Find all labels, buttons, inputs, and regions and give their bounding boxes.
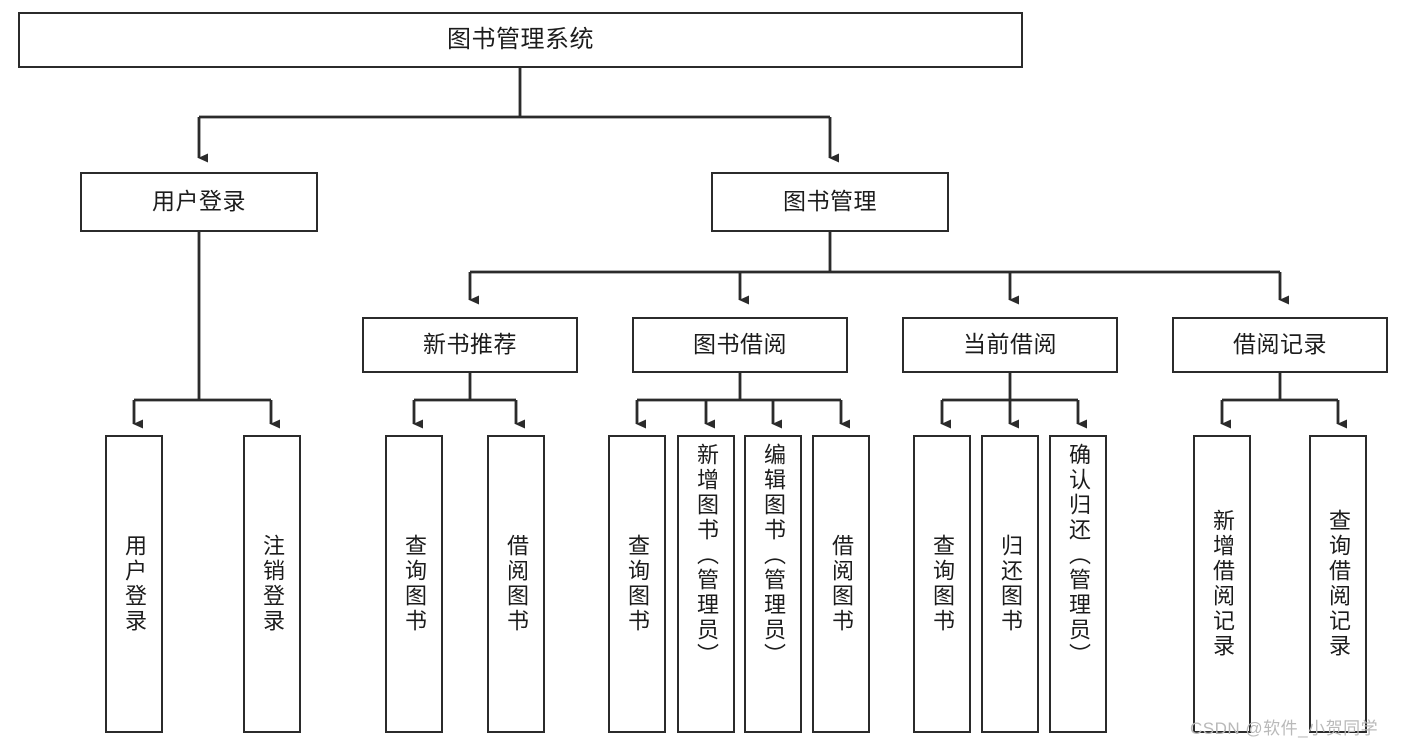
node-user-login[interactable]: 用户登录 xyxy=(80,172,318,232)
node-leaf-query-books-recommend[interactable]: 查询图书 xyxy=(385,435,443,733)
node-leaf-edit-book-admin[interactable]: 编辑图书（管理员） xyxy=(744,435,802,733)
node-label: 借阅记录 xyxy=(1233,331,1327,358)
node-leaf-borrow-books[interactable]: 借阅图书 xyxy=(812,435,870,733)
node-new-book-recommend[interactable]: 新书推荐 xyxy=(362,317,578,373)
node-leaf-confirm-return-admin[interactable]: 确认归还（管理员） xyxy=(1049,435,1107,733)
node-label: 编辑图书（管理员） xyxy=(761,443,786,668)
node-label: 查询借阅记录 xyxy=(1326,509,1351,659)
node-leaf-add-borrow-record[interactable]: 新增借阅记录 xyxy=(1193,435,1251,733)
csdn-watermark: CSDN @软件_小贺同学 xyxy=(1190,719,1379,738)
node-leaf-borrow-books-recommend[interactable]: 借阅图书 xyxy=(487,435,545,733)
node-label: 查询图书 xyxy=(402,534,427,634)
node-leaf-query-books-borrow[interactable]: 查询图书 xyxy=(608,435,666,733)
node-label: 用户登录 xyxy=(122,534,147,634)
node-root-book-management-system[interactable]: 图书管理系统 xyxy=(18,12,1023,68)
node-leaf-add-book-admin[interactable]: 新增图书（管理员） xyxy=(677,435,735,733)
node-label: 借阅图书 xyxy=(829,534,854,634)
node-label: 图书借阅 xyxy=(693,331,787,358)
node-label: 确认归还（管理员） xyxy=(1066,443,1091,668)
node-label: 用户登录 xyxy=(152,188,246,215)
node-label: 注销登录 xyxy=(260,534,285,634)
node-leaf-return-books[interactable]: 归还图书 xyxy=(981,435,1039,733)
node-leaf-query-books-current[interactable]: 查询图书 xyxy=(913,435,971,733)
node-label: 查询图书 xyxy=(625,534,650,634)
node-label: 归还图书 xyxy=(998,534,1023,634)
node-label: 当前借阅 xyxy=(963,331,1057,358)
node-label: 图书管理 xyxy=(783,188,877,215)
node-leaf-user-login[interactable]: 用户登录 xyxy=(105,435,163,733)
node-book-borrow[interactable]: 图书借阅 xyxy=(632,317,848,373)
node-leaf-query-borrow-record[interactable]: 查询借阅记录 xyxy=(1309,435,1367,733)
node-book-management[interactable]: 图书管理 xyxy=(711,172,949,232)
node-borrow-record[interactable]: 借阅记录 xyxy=(1172,317,1388,373)
node-label: 查询图书 xyxy=(930,534,955,634)
node-label: 新书推荐 xyxy=(423,331,517,358)
node-label: 借阅图书 xyxy=(504,534,529,634)
node-label: 新增借阅记录 xyxy=(1210,509,1235,659)
node-leaf-logout[interactable]: 注销登录 xyxy=(243,435,301,733)
node-current-borrow[interactable]: 当前借阅 xyxy=(902,317,1118,373)
node-label: 新增图书（管理员） xyxy=(694,443,719,668)
node-label: 图书管理系统 xyxy=(447,25,594,53)
